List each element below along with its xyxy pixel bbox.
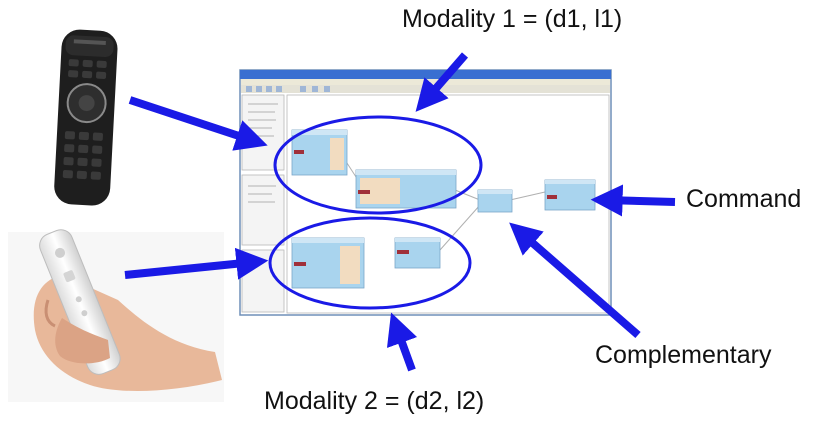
arrow-wiimote-to-modality2 [124,247,269,280]
node-modality1-b [355,169,457,209]
node-modality1 [291,129,348,176]
tv-remote-image [54,29,118,206]
arrow-modality1-label [415,52,469,112]
command-label: Command [686,185,802,213]
arrow-command [590,184,676,217]
arrow-modality2-label [386,312,418,372]
node-modality2 [291,237,365,289]
arrow-complementary [509,222,641,339]
modality1-ellipse [273,115,483,215]
modality1-label: Modality 1 = (d1, l1) [402,5,623,33]
arrow-remote-to-modality1 [128,96,268,151]
wiimote-hand-image [8,229,224,402]
node-complementary [477,189,513,213]
node-command [544,179,596,211]
modality2-label: Modality 2 = (d2, l2) [264,387,485,415]
complementary-label: Complementary [595,341,772,369]
node-modality2-b [394,237,441,269]
modality2-ellipse [268,216,472,310]
